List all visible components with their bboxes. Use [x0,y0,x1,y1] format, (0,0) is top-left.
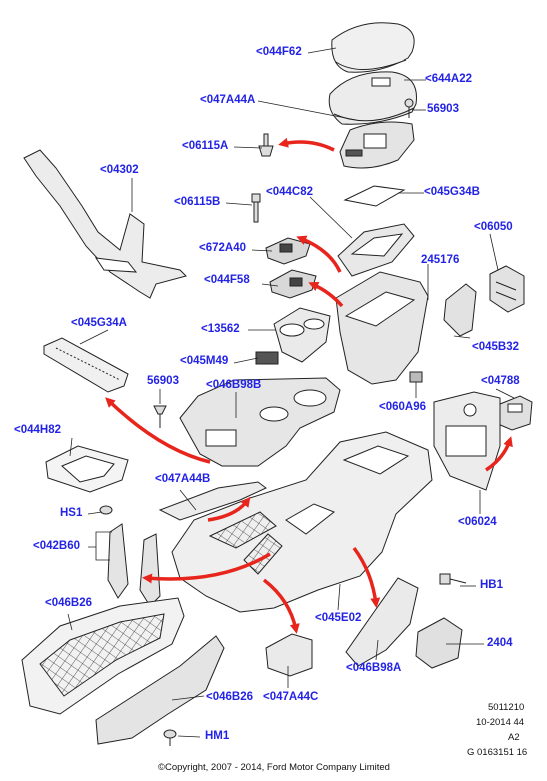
drawing-code-1: 5011210 [488,702,525,713]
assembly-arrows [105,137,513,634]
callout-045G34B: <045G34B [424,186,480,198]
cover-2404 [415,617,463,669]
callout-245176: 245176 [421,254,460,266]
callout-13562: <13562 [201,323,240,335]
callout-644A22: <644A22 [425,73,472,85]
switch-panel-672A40 [265,237,311,265]
mat-045G34A [43,337,129,393]
trim-strip-047A44B [158,481,267,521]
clip-060A96 [409,371,423,383]
upper-trim-046B98B [179,377,341,467]
callout-045G34A: <045G34A [71,317,127,329]
console-bin-245176 [335,271,429,385]
rear-panel-06024 [433,391,501,491]
insert-045M49 [255,351,279,365]
callout-045B32: <045B32 [472,341,519,353]
callout-06024: <06024 [458,516,497,528]
fastener-HM1 [163,729,177,746]
callout-044H82: <044H82 [14,424,61,436]
callout-044F58: <044F58 [204,274,250,286]
callout-045E02: <045E02 [315,612,362,624]
bracket-045B32 [443,283,477,337]
copyright-notice: ©Copyright, 2007 - 2014, Ford Motor Comp… [158,762,390,773]
callout-HM1: HM1 [205,730,230,742]
leader-lines [67,47,515,738]
callout-044F62: <044F62 [256,46,302,58]
callout-042B60: <042B60 [33,540,80,552]
hinge-plate-part [339,121,415,169]
ashtray-04788 [497,395,533,431]
callout-046B26-top: <046B26 [45,597,92,609]
screw-56903-top [404,98,414,118]
brackets-042B60 [107,523,161,607]
callout-047A44B: <047A44B [155,473,211,485]
cupholder-13562 [273,307,331,363]
callout-047A44A: <047A44A [200,94,256,106]
callout-046B98B: <046B98B [206,379,262,391]
callout-56903-top: 56903 [427,103,459,115]
clip-06115A [258,133,274,157]
bolt-06115B [251,193,261,223]
callout-HS1: HS1 [60,507,83,519]
bracket-04302 [23,149,187,299]
callout-046B98A: <046B98A [346,662,402,674]
fastener-HS1 [99,505,113,515]
drawing-number: G 0163151 16 [467,747,528,758]
armrest-lid-part [328,71,417,125]
callout-2404: 2404 [487,637,513,649]
callout-045M49: <045M49 [180,355,229,367]
storage-tray-part [337,223,415,277]
callout-04788: <04788 [481,375,520,387]
callout-047A44C: <047A44C [263,691,319,703]
callout-06050: <06050 [474,221,513,233]
lower-panel-046B26 [95,635,225,745]
armrest-pad-part [331,22,415,73]
bracket-06050 [489,265,525,313]
mat-045G34B [343,185,406,207]
bezel-044H82 [45,445,129,493]
callout-06115B: <06115B [174,196,221,208]
callout-046B26-bottom: <046B26 [206,691,253,703]
panel-047A44C [265,633,313,677]
callout-04302: <04302 [100,164,139,176]
drawing-date-code: 10-2014 44 [476,717,525,728]
side-panel-046B26 [21,597,185,715]
trim-044F58 [269,269,317,299]
callout-56903-mid: 56903 [147,375,179,387]
bolt-HB1 [439,573,467,585]
callout-06115A: <06115A [182,140,229,152]
callout-672A40: <672A40 [199,242,246,254]
screw-56903-mid [153,405,167,428]
callout-HB1: HB1 [480,579,504,591]
callout-060A96: <060A96 [379,401,426,413]
callout-044C82: <044C82 [266,186,313,198]
drawing-revision: A2 [508,732,520,743]
